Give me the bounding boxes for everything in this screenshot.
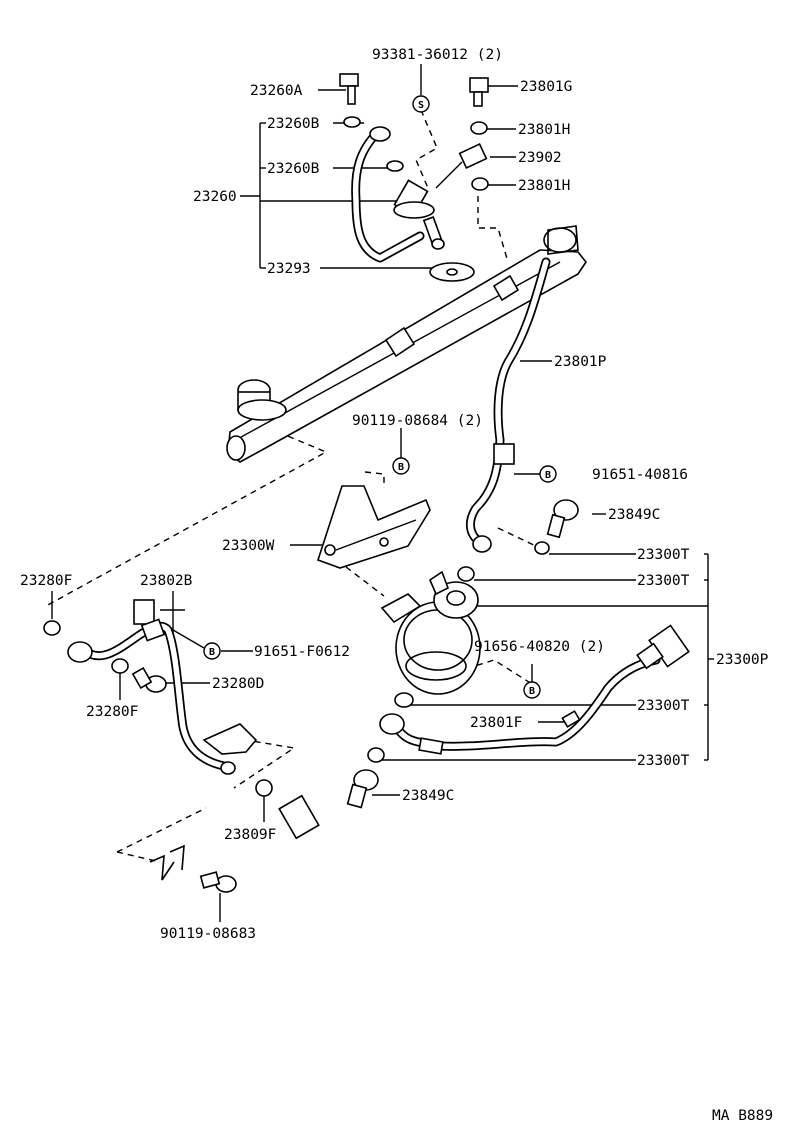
label-23902: 23902 bbox=[518, 150, 562, 166]
label-23801H-lower: 23801H bbox=[518, 178, 570, 194]
label-90119-08683: 90119-08683 bbox=[160, 926, 256, 942]
label-23280F-lower: 23280F bbox=[86, 704, 138, 720]
label-23801P: 23801P bbox=[554, 354, 607, 370]
label-23801F: 23801F bbox=[470, 715, 522, 731]
label-23849C-lower: 23849C bbox=[402, 788, 454, 804]
label-91651-F0612: 91651-F0612 bbox=[254, 644, 350, 660]
fuel-pipe-23801P bbox=[466, 257, 551, 553]
leader-lines bbox=[51, 64, 714, 922]
part-labels: 93381-36012 (2) 23260A 23801G 23260B 238… bbox=[20, 47, 773, 1124]
label-23260B-lower: 23260B bbox=[267, 161, 320, 177]
fuel-delivery-pipe bbox=[226, 225, 587, 463]
label-23801H-upper: 23801H bbox=[518, 122, 570, 138]
label-23300T-1: 23300T bbox=[637, 547, 690, 563]
symbol-s-93381: S bbox=[412, 95, 430, 113]
fuel-pressure-regulator bbox=[380, 570, 481, 695]
label-23300P: 23300P bbox=[716, 652, 769, 668]
washers-right bbox=[367, 541, 550, 763]
label-91656-40820: 91656-40820 (2) bbox=[474, 639, 605, 655]
label-23300T-3: 23300T bbox=[637, 698, 690, 714]
label-23300T-2: 23300T bbox=[637, 573, 690, 589]
svg-text:B: B bbox=[529, 686, 535, 697]
label-23280F-upper: 23280F bbox=[20, 573, 72, 589]
label-93381-36012: 93381-36012 (2) bbox=[372, 47, 503, 63]
top-hardware bbox=[339, 73, 489, 191]
symbol-b-91651-40816: B bbox=[539, 465, 557, 483]
bracket-23300W bbox=[317, 485, 431, 569]
union-bolts bbox=[346, 499, 579, 809]
diagram-code: MA B889 bbox=[712, 1108, 773, 1124]
label-23809F: 23809F bbox=[224, 827, 276, 843]
label-23849C-upper: 23849C bbox=[608, 507, 660, 523]
label-23801G: 23801G bbox=[520, 79, 572, 95]
label-23280D: 23280D bbox=[212, 676, 264, 692]
svg-text:B: B bbox=[545, 470, 551, 481]
svg-text:B: B bbox=[209, 647, 215, 658]
fuel-pipe-23802B bbox=[67, 599, 258, 775]
label-23300W: 23300W bbox=[222, 538, 275, 554]
symbol-b-91656-40820: B bbox=[523, 681, 541, 699]
symbol-b-90119-08684: B bbox=[392, 457, 410, 475]
label-23260: 23260 bbox=[193, 189, 237, 205]
label-23802B: 23802B bbox=[140, 573, 193, 589]
label-23300T-4: 23300T bbox=[637, 753, 690, 769]
cold-start-injector bbox=[351, 126, 475, 282]
label-90119-08684: 90119-08684 (2) bbox=[352, 413, 483, 429]
svg-text:B: B bbox=[398, 462, 404, 473]
label-23260B-upper: 23260B bbox=[267, 116, 320, 132]
label-23260A: 23260A bbox=[250, 83, 303, 99]
symbol-b-91651-F0612: B bbox=[203, 642, 221, 660]
svg-text:S: S bbox=[418, 100, 424, 111]
return-hose-pipe bbox=[379, 624, 690, 755]
label-23293: 23293 bbox=[267, 261, 311, 277]
label-91651-40816: 91651-40816 bbox=[592, 467, 688, 483]
left-hardware bbox=[43, 620, 320, 893]
